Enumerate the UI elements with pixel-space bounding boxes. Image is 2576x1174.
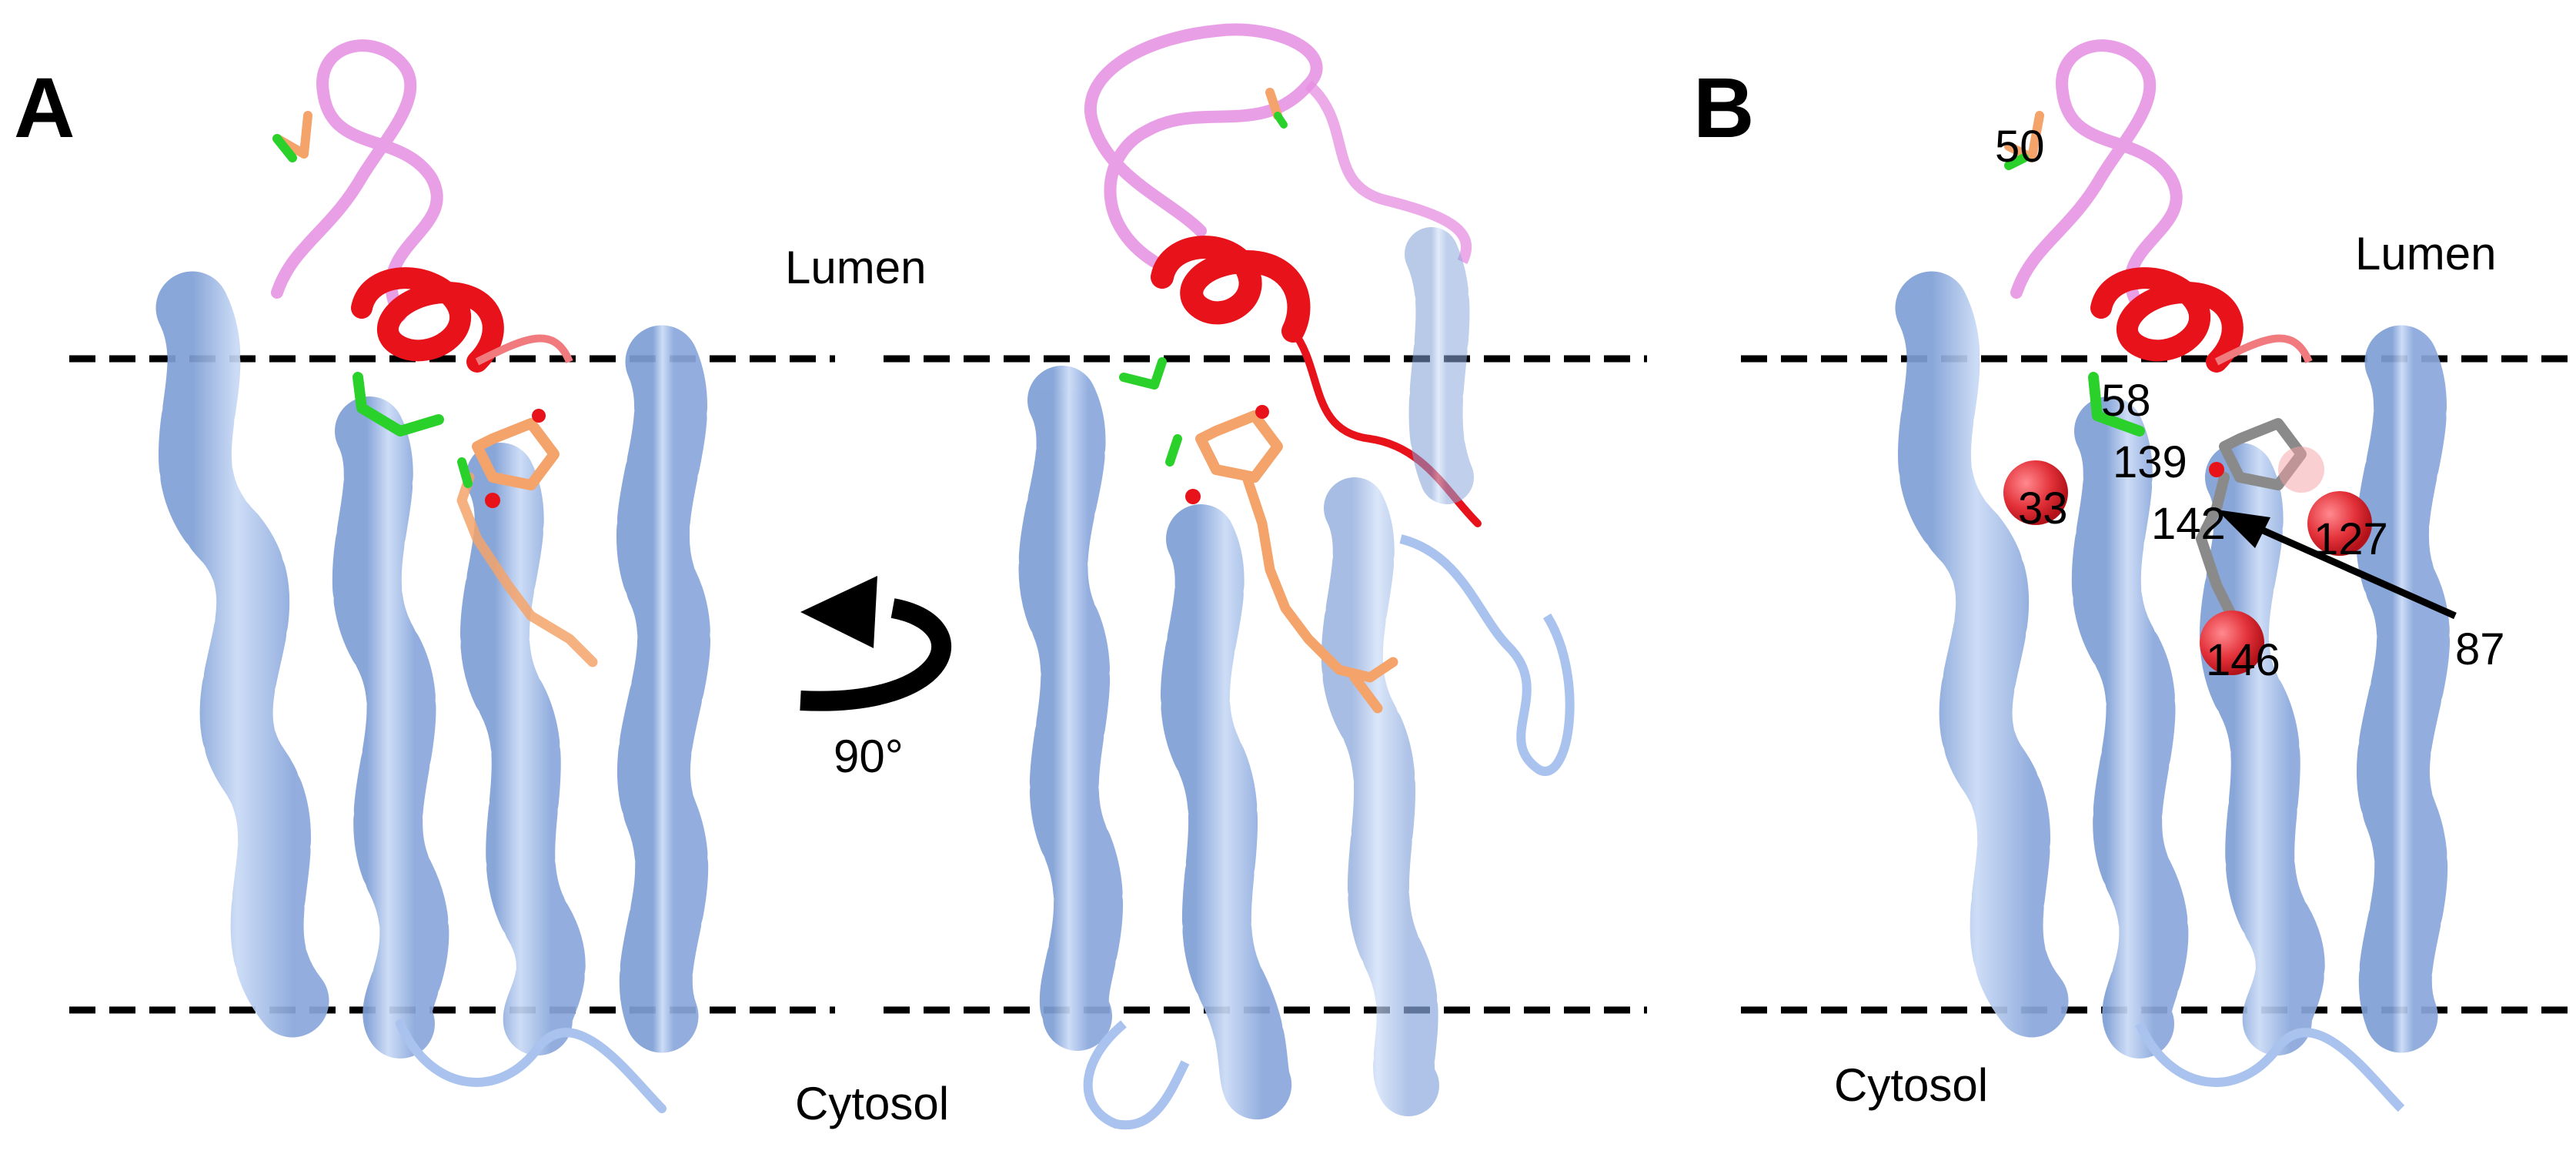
cytosol-label-a: Cytosol — [795, 1078, 949, 1129]
residue-label-139: 139 — [2113, 437, 2187, 487]
cytosolic-loop-middle — [1083, 1020, 1190, 1130]
helix-bundle-b — [1895, 271, 2450, 1059]
residue-label-127: 127 — [2314, 514, 2388, 564]
panel-letter-b: B — [1693, 61, 1754, 156]
cytosolic-loop-a — [396, 1019, 667, 1113]
right-loop-middle — [1399, 534, 1575, 776]
helix-bundle-middle — [1018, 227, 1474, 1128]
lumen-label-b: Lumen — [2355, 228, 2496, 279]
short-helix-a — [351, 267, 504, 373]
rotation-arrow-icon — [800, 598, 952, 711]
cytosolic-loop-b — [2135, 1022, 2405, 1112]
red-loop-b — [2214, 334, 2313, 366]
residue-label-58: 58 — [2101, 376, 2151, 426]
short-helix-b — [2090, 267, 2244, 373]
residue-label-33: 33 — [2018, 483, 2068, 533]
ligand-a — [272, 111, 598, 667]
rotation-arrow — [800, 576, 952, 711]
luminal-loop-b — [2010, 39, 2183, 314]
red-loop-a — [475, 334, 573, 366]
protein-structure-a — [155, 39, 710, 1113]
sphere-33 — [2003, 460, 2068, 525]
protein-structure-b — [1895, 39, 2450, 1112]
rotation-arrowhead-icon — [800, 576, 877, 648]
residue-label-146: 146 — [2206, 635, 2280, 685]
helix-bundle-a — [155, 271, 710, 1059]
ligand-b — [2004, 111, 2307, 621]
sphere-faint — [2278, 447, 2324, 493]
cytosol-label-b: Cytosol — [1834, 1059, 1988, 1111]
pointer-arrow-87 — [2217, 510, 2457, 620]
luminal-loop-middle-b — [1305, 80, 1472, 265]
short-helix-middle — [1151, 236, 1311, 343]
ligand-middle — [1119, 88, 1398, 714]
residue-spheres — [2003, 447, 2372, 675]
luminal-loop-a — [271, 39, 443, 322]
rotation-angle-label: 90° — [834, 731, 904, 782]
luminal-loop-middle — [1084, 23, 1323, 268]
residue-label-87: 87 — [2455, 624, 2505, 674]
panel-letter-a: A — [14, 61, 75, 156]
residue-label-50: 50 — [1995, 122, 2045, 172]
pointer-arrowhead-icon — [2217, 510, 2270, 548]
lumen-label-a: Lumen — [785, 242, 926, 293]
protein-structure-rotated — [1018, 23, 1575, 1130]
sphere-127 — [2307, 491, 2372, 556]
sphere-146 — [2200, 610, 2264, 675]
residue-label-142: 142 — [2151, 499, 2226, 549]
